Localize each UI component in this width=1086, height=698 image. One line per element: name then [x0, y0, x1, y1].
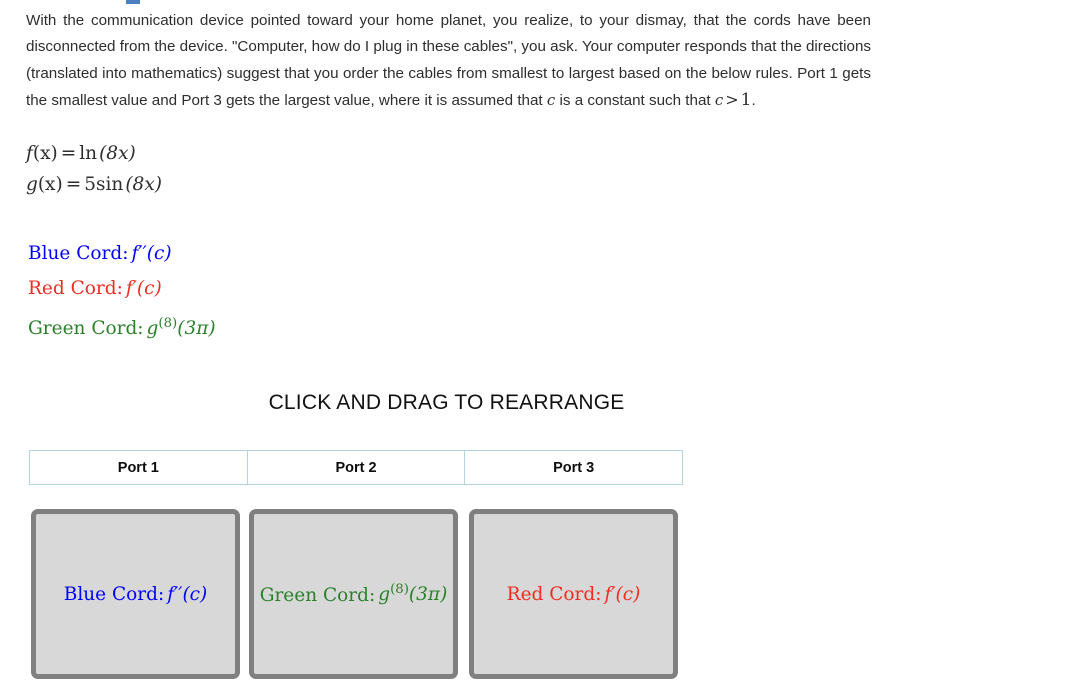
cord-rule-red-arg: (c)	[136, 278, 162, 299]
equation-g-equals: =	[65, 174, 82, 195]
cord-rule-green-superscript: (8)	[158, 316, 178, 331]
draggable-card-slot-2-label: Green Cord:	[259, 584, 376, 606]
cord-rule-green: Green Cord:g(8)(3π)	[28, 306, 216, 346]
equation-f: f(x)=ln(8x)	[26, 138, 162, 169]
question-prose: With the communication device pointed to…	[26, 8, 871, 115]
draggable-card-slot-3[interactable]: Red Cord:f′(c)	[469, 509, 678, 679]
equation-g: g(x)=5sin(8x)	[26, 169, 162, 200]
drag-instruction: CLICK AND DRAG TO REARRANGE	[268, 391, 625, 414]
draggable-card-slot-1-arg: (c)	[182, 583, 208, 605]
draggable-card-slot-2-expression: g(8)(3π)	[375, 582, 448, 606]
draggable-card-slot-3-primes: ′	[611, 583, 616, 605]
equation-f-rhs-name: ln	[79, 143, 98, 164]
cord-rule-red-expression: f′(c)	[123, 278, 162, 299]
draggable-card-slot-2-text: Green Cord:g(8)(3π)	[260, 583, 448, 606]
question-text-part-2: is a constant such that	[555, 92, 715, 110]
port-header-1: Port 1	[29, 450, 248, 485]
equation-f-lhs-arg: (x)	[32, 143, 58, 164]
cord-rule-red-primes: ′	[132, 278, 137, 299]
inline-var-c-2: c	[714, 91, 724, 110]
draggable-card-slot-3-text: Red Cord:f′(c)	[507, 584, 641, 605]
draggable-card-slot-1-text: Blue Cord:f′′(c)	[64, 584, 208, 605]
draggable-card-slot-1-label: Blue Cord:	[63, 583, 165, 605]
cord-rule-blue-base: f	[131, 243, 139, 264]
equation-g-rhs-arg: (8x)	[125, 174, 162, 195]
draggable-card-slot-1-base: f	[167, 583, 175, 605]
question-text-part-1: With the communication device pointed to…	[26, 12, 871, 110]
cord-rule-red-base: f	[125, 278, 133, 299]
equation-f-equals: =	[60, 143, 77, 164]
cord-rule-green-arg: (3π)	[177, 317, 216, 339]
draggable-card-slot-1[interactable]: Blue Cord:f′′(c)	[31, 509, 240, 679]
equation-f-rhs-arg: (8x)	[99, 143, 136, 164]
question-text-period: .	[751, 92, 756, 110]
draggable-card-slot-3-expression: f′(c)	[601, 584, 640, 605]
equation-g-rhs-name: sin	[96, 174, 124, 195]
cord-rule-blue-expression: f′′(c)	[128, 243, 171, 264]
equation-g-coefficient: 5	[84, 174, 97, 195]
equation-f-lhs-name: f	[26, 143, 33, 164]
draggable-card-slot-3-arg: (c)	[615, 583, 641, 605]
cord-rule-blue: Blue Cord:f′′(c)	[28, 236, 216, 271]
cord-rule-red-label: Red Cord:	[28, 278, 123, 299]
inline-var-c-1: c	[546, 91, 556, 110]
inline-greater-than: >	[725, 90, 739, 110]
draggable-card-slot-1-expression: f′′(c)	[164, 584, 207, 605]
cord-rule-blue-label: Blue Cord:	[28, 243, 129, 264]
cord-rules-list: Blue Cord:f′′(c) Red Cord:f′(c) Green Co…	[28, 236, 216, 346]
draggable-card-slot-1-primes: ′′	[174, 583, 183, 605]
cord-rule-green-expression: g(8)(3π)	[144, 316, 216, 339]
draggable-card-slot-2-arg: (3π)	[408, 584, 448, 606]
port-header-3: Port 3	[464, 450, 684, 485]
port-header-2: Port 2	[246, 450, 466, 485]
draggable-card-slot-2[interactable]: Green Cord:g(8)(3π)	[249, 509, 458, 679]
cord-rule-green-label: Green Cord:	[28, 317, 144, 339]
cord-rule-blue-primes: ′′	[138, 243, 147, 264]
draggable-card-slot-3-label: Red Cord:	[506, 583, 602, 605]
draggable-card-slot-3-base: f	[604, 583, 612, 605]
function-definitions: f(x)=ln(8x) g(x)=5sin(8x)	[26, 138, 162, 200]
cut-off-top-fragment	[126, 0, 140, 4]
port-header-row: Port 1 Port 2 Port 3	[29, 450, 684, 485]
cord-rule-green-base: g	[146, 317, 159, 339]
cord-rule-blue-arg: (c)	[146, 243, 172, 264]
inline-number-one: 1	[740, 90, 752, 111]
cord-rule-red: Red Cord:f′(c)	[28, 271, 216, 306]
equation-g-lhs-arg: (x)	[37, 174, 63, 195]
equation-g-lhs-name: g	[26, 174, 38, 195]
draggable-card-slot-2-superscript: (8)	[390, 582, 409, 598]
draggable-card-slot-2-base: g	[378, 584, 391, 606]
